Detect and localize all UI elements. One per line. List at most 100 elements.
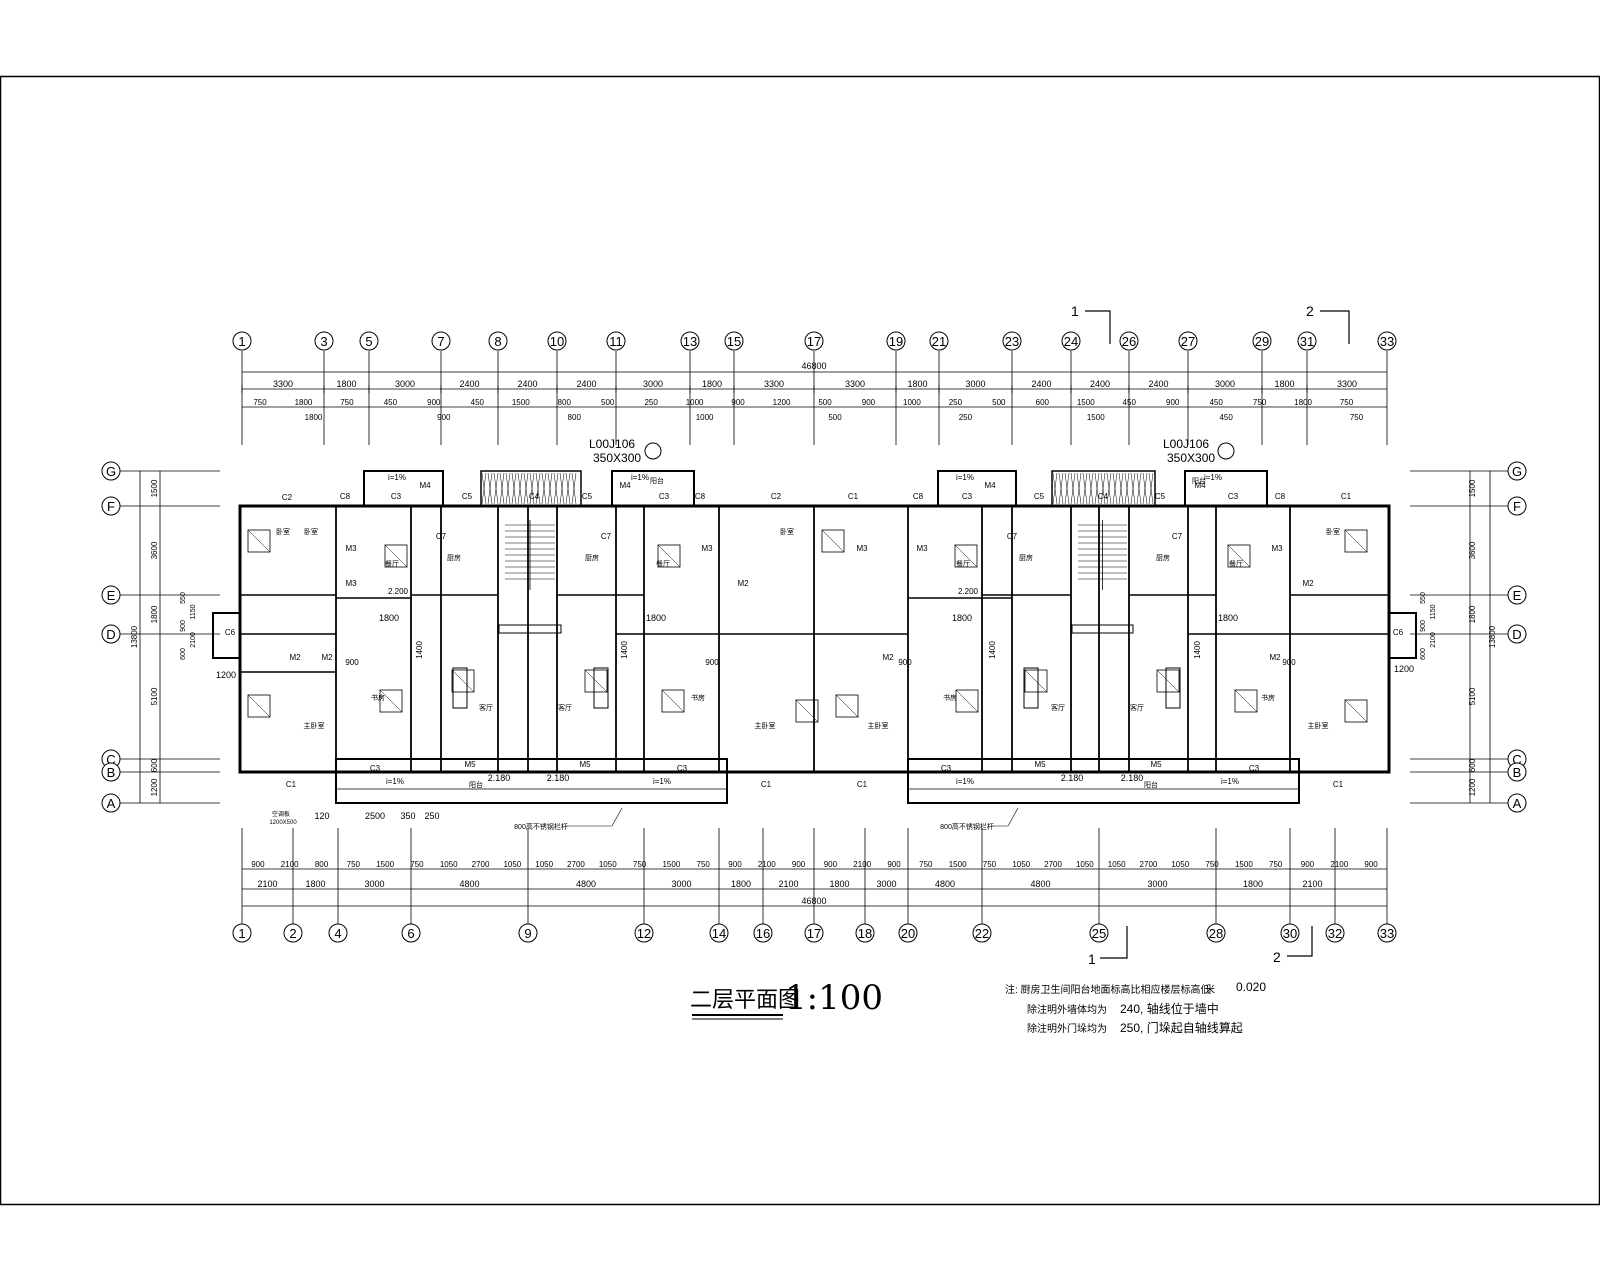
- floor-level-label: 2.200: [958, 587, 979, 596]
- hatch-line: [1064, 472, 1070, 505]
- furniture-line: [247, 529, 271, 553]
- axis-number-top: 8: [494, 334, 501, 349]
- furniture-line: [835, 694, 859, 718]
- furniture-line: [795, 699, 819, 723]
- axis-number-top: 19: [889, 334, 903, 349]
- hatch-line: [1070, 472, 1076, 505]
- axis-number-top: 13: [683, 334, 697, 349]
- dim-bottom-row1: 1050: [1171, 860, 1189, 869]
- axis-number-top: 33: [1380, 334, 1394, 349]
- window-label: C1: [1341, 492, 1352, 501]
- axis-bubble-top-31: [1297, 331, 1317, 351]
- staircase-0: [498, 520, 562, 634]
- dim-top-row2: 900: [731, 398, 745, 407]
- dim-right-side: 1800: [1468, 605, 1477, 623]
- hatch-line: [541, 472, 547, 505]
- axis-bubble-top-11: [606, 331, 626, 351]
- coffee-table: [452, 667, 468, 709]
- hatch-line: [1094, 472, 1100, 505]
- drawing-scale: 1:100: [785, 978, 883, 1018]
- dim-bottom-row2: 2100: [778, 879, 798, 889]
- dim-top-row1: 1800: [907, 379, 927, 389]
- balcony-top-3: [1184, 470, 1268, 507]
- hatch-line: [553, 472, 559, 505]
- axis-number-bottom: 32: [1328, 926, 1342, 941]
- furniture-line: [384, 544, 408, 568]
- dim-overall-bottom: 46800: [801, 896, 826, 906]
- axis-number-bottom: 22: [975, 926, 989, 941]
- room-label: 卧室: [276, 527, 290, 536]
- dim-top-row2: 750: [1253, 398, 1267, 407]
- dim-top-row2-sub: 1000: [696, 413, 714, 422]
- dim-top-row1: 3000: [1215, 379, 1235, 389]
- dim-top-row1: 3000: [965, 379, 985, 389]
- room-label: 书房: [691, 693, 705, 702]
- axis-bubble-top-27: [1178, 331, 1198, 351]
- detail-ref-code-1: L00J106: [589, 437, 635, 451]
- room-label: 阳台: [1144, 780, 1158, 789]
- hatch-line: [529, 472, 535, 505]
- note-value-3: 250, 门垛起自轴线算起: [1120, 1020, 1243, 1035]
- hatch-line: [1118, 472, 1124, 505]
- floor-level-label: 2.200: [388, 587, 409, 596]
- dim-right-small: 2100: [1430, 632, 1437, 648]
- room-label: 书房: [1261, 693, 1275, 702]
- hatch-line: [505, 472, 511, 505]
- window-label: C2: [771, 492, 782, 501]
- balcony-top-2: [937, 470, 1017, 507]
- room-label: 餐厅: [1229, 559, 1243, 568]
- axis-number-bottom: 12: [637, 926, 651, 941]
- furniture-item: [1234, 689, 1258, 713]
- balcony-top-1: [611, 470, 695, 507]
- staircase-1: [1071, 520, 1134, 634]
- dim-bottom-row1: 900: [728, 860, 742, 869]
- furniture-item: [955, 689, 979, 713]
- balcony-bottom-1: [907, 758, 1300, 804]
- dim-top-row2-sub: 750: [1350, 413, 1364, 422]
- dim-bottom-row2: 3000: [364, 879, 384, 889]
- balcony-level-label: 2.180: [1121, 773, 1144, 783]
- room-label: 阳台: [469, 780, 483, 789]
- hatch-line: [547, 472, 553, 505]
- dim-right-small: 1150: [1430, 604, 1437, 619]
- dim-bottom-row2: 1800: [731, 879, 751, 889]
- misc-dim: 1800: [1218, 613, 1238, 623]
- dim-top-row2: 750: [1340, 398, 1354, 407]
- stair-projection-1: [1051, 470, 1156, 507]
- note-value-2: 240, 轴线位于墙中: [1120, 1001, 1219, 1016]
- dim-bottom-row1: 2100: [281, 860, 299, 869]
- dim-bottom-row1: 1500: [376, 860, 394, 869]
- room-label: 餐厅: [385, 559, 399, 568]
- dim-top-row2-sub: 1500: [1087, 413, 1105, 422]
- window-label: C4: [529, 492, 540, 501]
- axis-letter-left: E: [107, 588, 116, 603]
- axis-number-bottom: 9: [524, 926, 531, 941]
- hatch-line: [1052, 472, 1058, 505]
- misc-dim: 900: [345, 658, 359, 667]
- dim-top-row2-sub: 800: [568, 413, 582, 422]
- balcony-level-label: 2.180: [547, 773, 570, 783]
- axis-number-bottom: 33: [1380, 926, 1394, 941]
- dim-bottom-row1: 900: [824, 860, 838, 869]
- misc-dim: 1200: [216, 670, 236, 680]
- note-line-2: 除注明外墙体均为: [1027, 1003, 1107, 1016]
- stair-projection-frame: [1051, 470, 1156, 507]
- misc-dim: 1400: [620, 641, 629, 659]
- hatch-line: [481, 472, 487, 505]
- axis-letter-right: B: [1513, 765, 1522, 780]
- coffee-table: [1023, 667, 1039, 709]
- section-line-bottom-1: [1100, 926, 1128, 959]
- window-label: C8: [340, 492, 351, 501]
- axis-bubble-top-23: [1002, 331, 1022, 351]
- dim-bottom-row2: 3000: [671, 879, 691, 889]
- dim-bottom-row1: 900: [792, 860, 806, 869]
- dim-bottom-row1: 750: [633, 860, 647, 869]
- window-label: C2: [282, 493, 293, 502]
- room-label: 厨房: [1156, 553, 1170, 562]
- misc-dim: 350: [400, 811, 415, 821]
- axis-number-bottom: 17: [807, 926, 821, 941]
- hatch-line: [1082, 472, 1088, 505]
